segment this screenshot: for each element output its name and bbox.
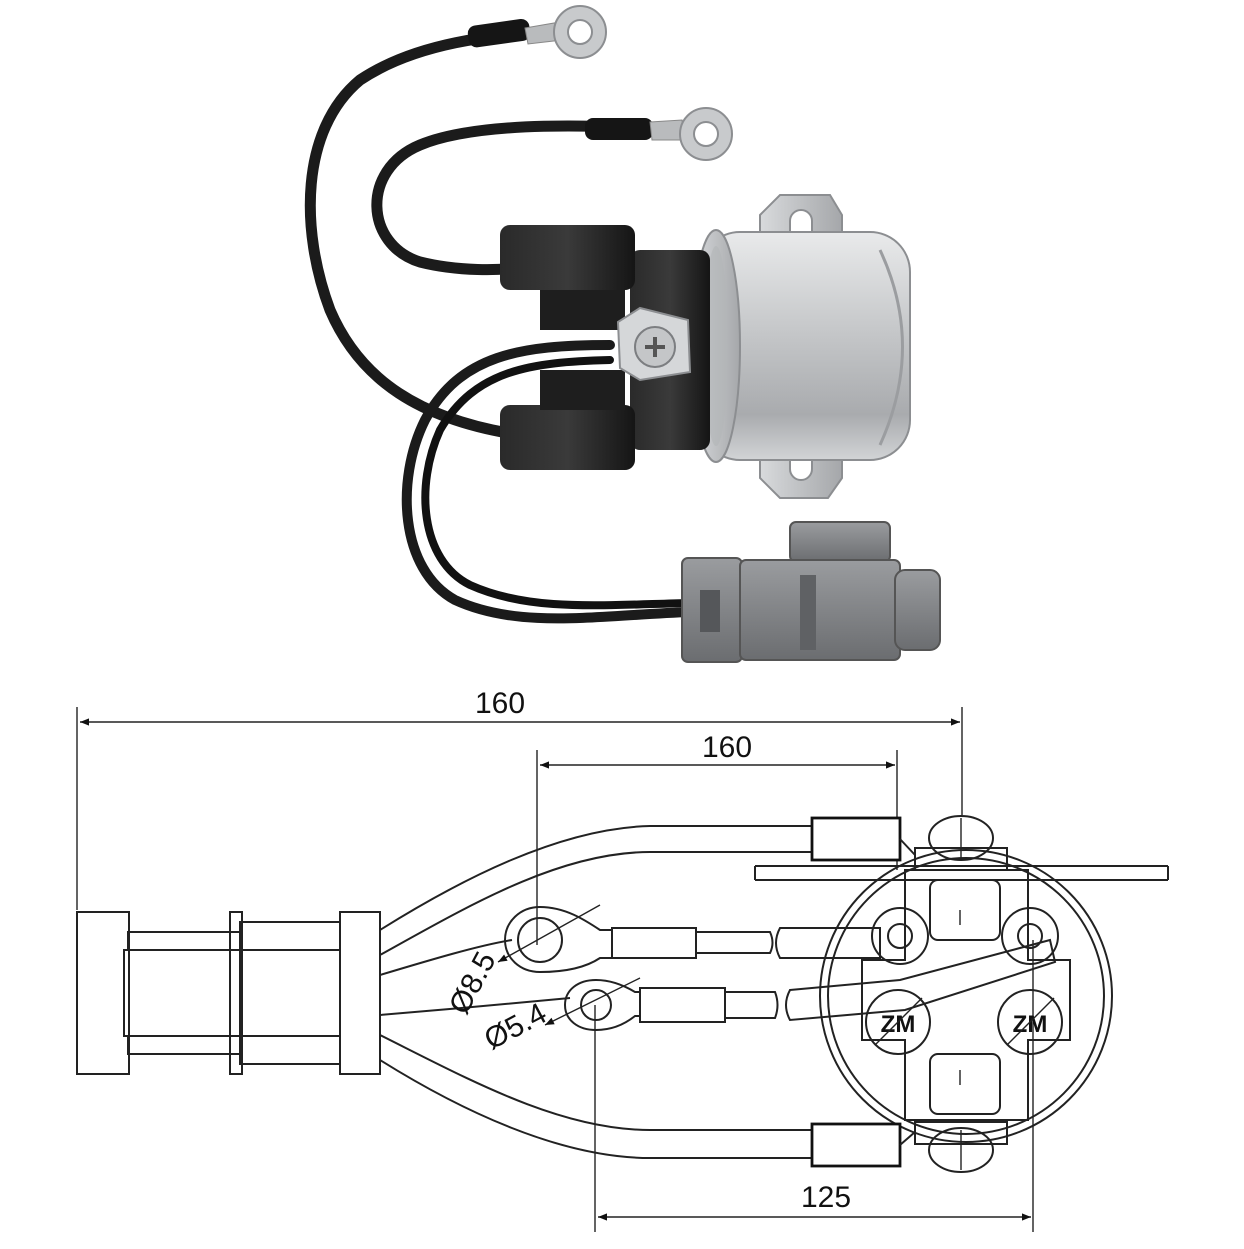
ring-terminal-upper: [467, 5, 607, 59]
cable-caps: [810, 816, 916, 1168]
eyelet-large: [503, 905, 881, 974]
overall-length-label: 160: [475, 687, 525, 720]
gray-connector: [681, 521, 941, 663]
eyelet-small: [563, 938, 1057, 1032]
technical-drawing: 160 160 125: [76, 687, 1169, 1232]
cable-connector-b: [421, 356, 694, 610]
connector-outline: [76, 911, 381, 1075]
product-photo: [304, 5, 941, 663]
dimension-overall: 160: [76, 687, 963, 910]
screw-terminal: [616, 306, 692, 382]
dimension-bottom-span: 125: [594, 940, 1034, 1232]
solenoid-end-view: ZM ZM: [754, 815, 1169, 1173]
cable-upper: [304, 24, 566, 441]
solenoid-can: [691, 229, 911, 463]
ring-terminal-second: [585, 107, 733, 161]
cable-connector-a: [401, 340, 695, 624]
large-eyelet-diameter-label: Ø8.5: [443, 947, 503, 1020]
bottom-span-label: 125: [801, 1181, 851, 1214]
wire-outlines: [379, 825, 812, 1159]
cable-second: [371, 120, 696, 276]
terminal-span-label: 160: [702, 731, 752, 764]
dimension-terminal-span: 160: [536, 731, 898, 945]
